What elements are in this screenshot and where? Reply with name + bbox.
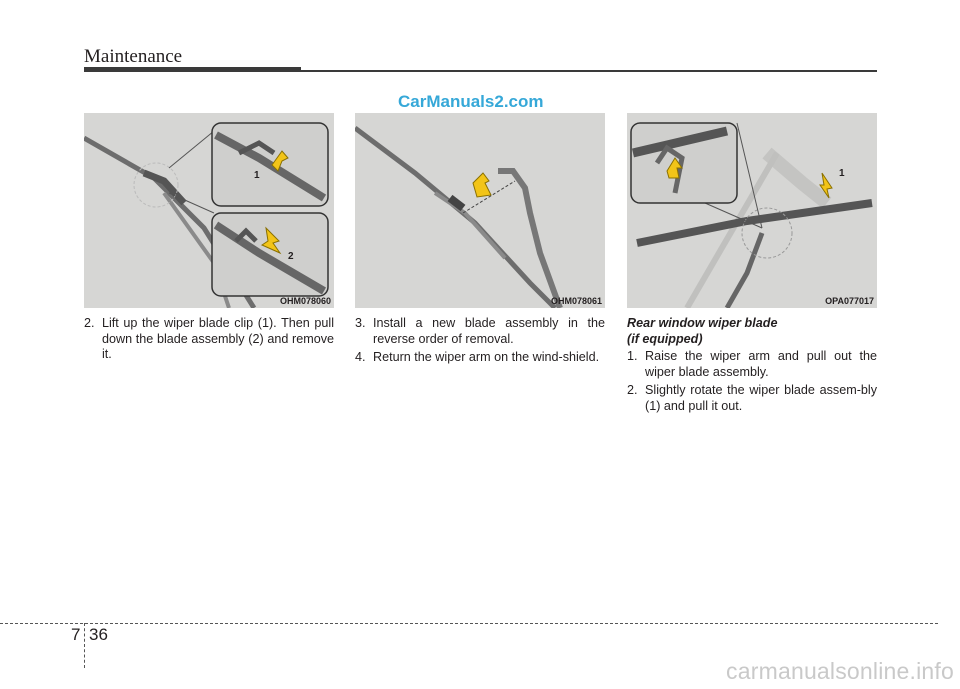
step-item: 4. Return the wiper arm on the wind-shie… [355, 350, 605, 366]
step-text: Return the wiper arm on the wind-shield. [373, 350, 600, 364]
step-item: 1. Raise the wiper arm and pull out the … [627, 349, 877, 380]
footer-dashed-divider [84, 623, 85, 668]
wiper-blade-install-illustration [355, 126, 563, 308]
subheading-line-1: Rear window wiper blade [627, 316, 778, 330]
step-text: Raise the wiper arm and pull out the wip… [645, 349, 877, 379]
column-3: Rear window wiper blade (if equipped) 1.… [627, 316, 877, 417]
page-number: 36 [89, 625, 108, 644]
step-number: 2. [84, 316, 95, 330]
wiper-blade-clip-illustration [84, 122, 329, 308]
step-text: Install a new blade assembly in the reve… [373, 316, 605, 346]
header-rule-thin [301, 70, 877, 72]
figure-blade-install: OHM078061 [355, 113, 605, 308]
step-item: 2. Lift up the wiper blade clip (1). The… [84, 316, 334, 363]
section-title: Maintenance [84, 46, 183, 67]
site-watermark: carmanualsonline.info [726, 658, 954, 684]
footer-dashed-rule [0, 623, 938, 624]
figure-code: OPA077017 [825, 296, 874, 306]
step-number: 3. [355, 316, 366, 330]
step-text: Slightly rotate the wiper blade assem-bl… [645, 383, 877, 413]
callout-1: 1 [254, 170, 260, 181]
chapter-number: 7 [71, 625, 81, 644]
subheading: Rear window wiper blade (if equipped) [627, 316, 877, 347]
figure-code: OHM078060 [279, 296, 331, 306]
callout-2: 2 [288, 251, 294, 262]
callout-1: 1 [839, 168, 845, 179]
header-rule-thick [84, 67, 301, 72]
figure-rear-wiper: 1 OPA077017 [627, 113, 877, 308]
carmanuals-watermark: CarManuals2.com [398, 92, 544, 111]
figure-blade-clip-removal: 1 2 OHM078060 [84, 113, 334, 308]
rear-wiper-illustration [630, 122, 873, 308]
step-number: 4. [355, 350, 366, 364]
figure-code: OHM078061 [550, 296, 602, 306]
step-text: Lift up the wiper blade clip (1). Then p… [102, 316, 334, 361]
step-item: 2. Slightly rotate the wiper blade assem… [627, 383, 877, 414]
step-item: 3. Install a new blade assembly in the r… [355, 316, 605, 347]
column-2: 3. Install a new blade assembly in the r… [355, 316, 605, 369]
subheading-line-2: (if equipped) [627, 331, 703, 346]
step-number: 2. [627, 383, 638, 397]
column-1: 2. Lift up the wiper blade clip (1). The… [84, 316, 334, 366]
step-number: 1. [627, 349, 638, 363]
